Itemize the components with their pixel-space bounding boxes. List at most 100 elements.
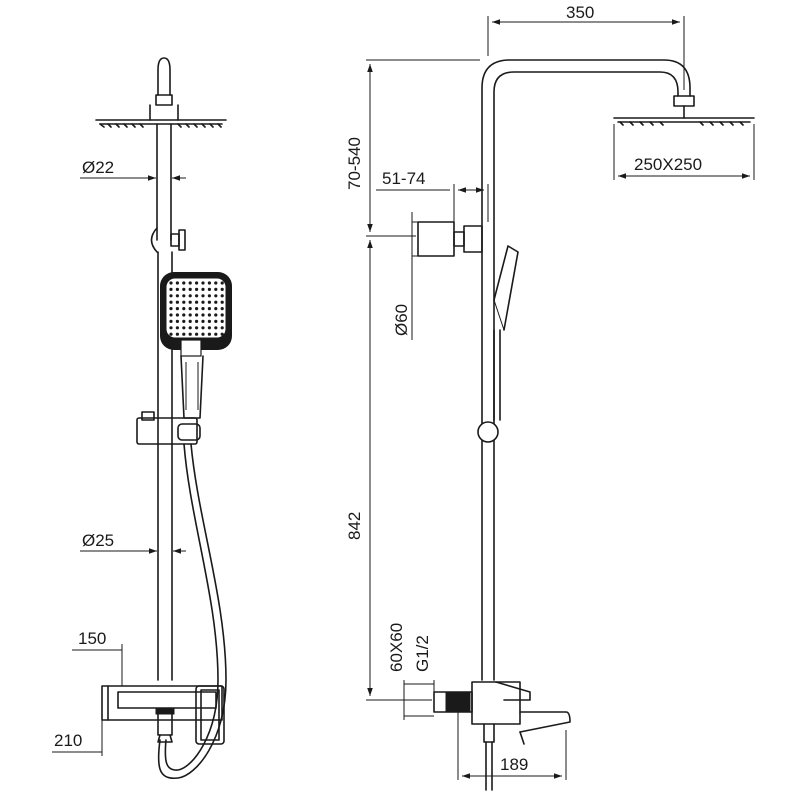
mixer-side (433, 681, 571, 791)
nozzle-dot (169, 326, 173, 330)
nozzle-dot (188, 307, 192, 311)
nozzle-dot (188, 294, 192, 298)
nozzle-dot (195, 313, 199, 317)
nozzle-dot (175, 294, 179, 298)
nozzle-dot (182, 319, 186, 323)
nozzle-dot (188, 313, 192, 317)
nozzle-dot (182, 326, 186, 330)
nozzle-dot (182, 294, 186, 298)
nozzle-dot (201, 332, 205, 336)
nozzle-dot (175, 326, 179, 330)
dim-head-size: 250X250 (634, 155, 702, 174)
nozzle-dot (195, 332, 199, 336)
dim-bracket-dia: Ø60 (392, 304, 411, 336)
nozzle-dot (195, 281, 199, 285)
nozzle-dot (207, 281, 211, 285)
dim-spout-length: 189 (500, 755, 528, 774)
nozzle-dot (182, 300, 186, 304)
hose-outer (157, 443, 227, 779)
dim-height-adjust: 70-540 (345, 137, 364, 190)
nozzle-dot (214, 287, 218, 291)
nozzle-dot (188, 332, 192, 336)
nozzle-dot (182, 313, 186, 317)
nozzle-dot (201, 281, 205, 285)
nozzle-dot (214, 281, 218, 285)
nozzle-dot (169, 319, 173, 323)
nozzle-dot (201, 313, 205, 317)
nozzle-dot (201, 326, 205, 330)
nozzle-dot (201, 319, 205, 323)
dim-thread: G1/2 (413, 635, 432, 672)
nozzle-dot (207, 326, 211, 330)
nozzle-dot (169, 307, 173, 311)
front-top-nut (155, 94, 173, 106)
nozzle-dot (201, 307, 205, 311)
dim-bar-height: 842 (345, 512, 364, 540)
nozzle-dot (220, 294, 224, 298)
nozzle-dot (207, 332, 211, 336)
nozzle-dot (201, 300, 205, 304)
dim-pipe-dia-bottom: Ø25 (82, 531, 114, 550)
side-view: 350 250X250 70-540 842 51-74 Ø60 60X60 G… (345, 3, 755, 791)
nozzle-dot (220, 313, 224, 317)
nozzle-dot (214, 332, 218, 336)
nozzle-dot (169, 300, 173, 304)
nozzle-dot (201, 287, 205, 291)
hose-inner (164, 443, 219, 771)
nozzle-dot (175, 300, 179, 304)
nozzle-dot (201, 294, 205, 298)
nozzle-dot (175, 281, 179, 285)
nozzle-dot (195, 307, 199, 311)
nozzle-dot (188, 326, 192, 330)
nozzle-dot (195, 287, 199, 291)
nozzle-dot (214, 326, 218, 330)
rain-head-front (95, 104, 227, 128)
dim-pipe-dia-top: Ø22 (82, 158, 114, 177)
nozzle-dot (182, 287, 186, 291)
nozzle-dot (182, 281, 186, 285)
nozzle-dot (175, 313, 179, 317)
nozzle-dot (169, 332, 173, 336)
nozzle-dot (195, 326, 199, 330)
nozzle-dot (207, 294, 211, 298)
nozzle-dot (169, 281, 173, 285)
side-head-connector (673, 95, 695, 107)
hand-shower-front (160, 272, 232, 419)
nozzle-dot (169, 287, 173, 291)
nozzle-dot (169, 313, 173, 317)
nozzle-dot (207, 319, 211, 323)
nozzle-dot (220, 319, 224, 323)
diverter-knob (150, 227, 186, 253)
nozzle-dot (214, 307, 218, 311)
side-arm-inner (493, 71, 679, 681)
nozzle-dot (175, 319, 179, 323)
nozzle-dot (188, 287, 192, 291)
hand-shower-side (493, 245, 519, 421)
dim-arm-projection: 51-74 (382, 169, 425, 188)
nozzle-dot (195, 319, 199, 323)
slide-holder-side (477, 421, 499, 443)
wall-bracket-side (417, 221, 483, 257)
nozzle-dot (188, 319, 192, 323)
nozzle-dot (220, 300, 224, 304)
nozzle-dot (214, 300, 218, 304)
dim-flange-size: 60X60 (387, 623, 406, 672)
front-view: Ø22 Ø25 150 210 (52, 57, 232, 779)
nozzle-dot (195, 294, 199, 298)
nozzle-dot (207, 313, 211, 317)
front-top-pipe (157, 57, 171, 96)
nozzle-dot (207, 300, 211, 304)
mixer-front (101, 685, 225, 745)
dim-mixer-width: 150 (78, 629, 106, 648)
nozzle-dot (188, 281, 192, 285)
side-arm-outer (481, 59, 691, 681)
nozzle-dot (182, 332, 186, 336)
nozzle-dot (214, 313, 218, 317)
dim-rail-width: 350 (566, 3, 594, 22)
nozzle-dot (182, 307, 186, 311)
nozzle-dot (175, 307, 179, 311)
nozzle-dot (220, 281, 224, 285)
nozzle-dot (175, 287, 179, 291)
nozzle-dot (214, 294, 218, 298)
